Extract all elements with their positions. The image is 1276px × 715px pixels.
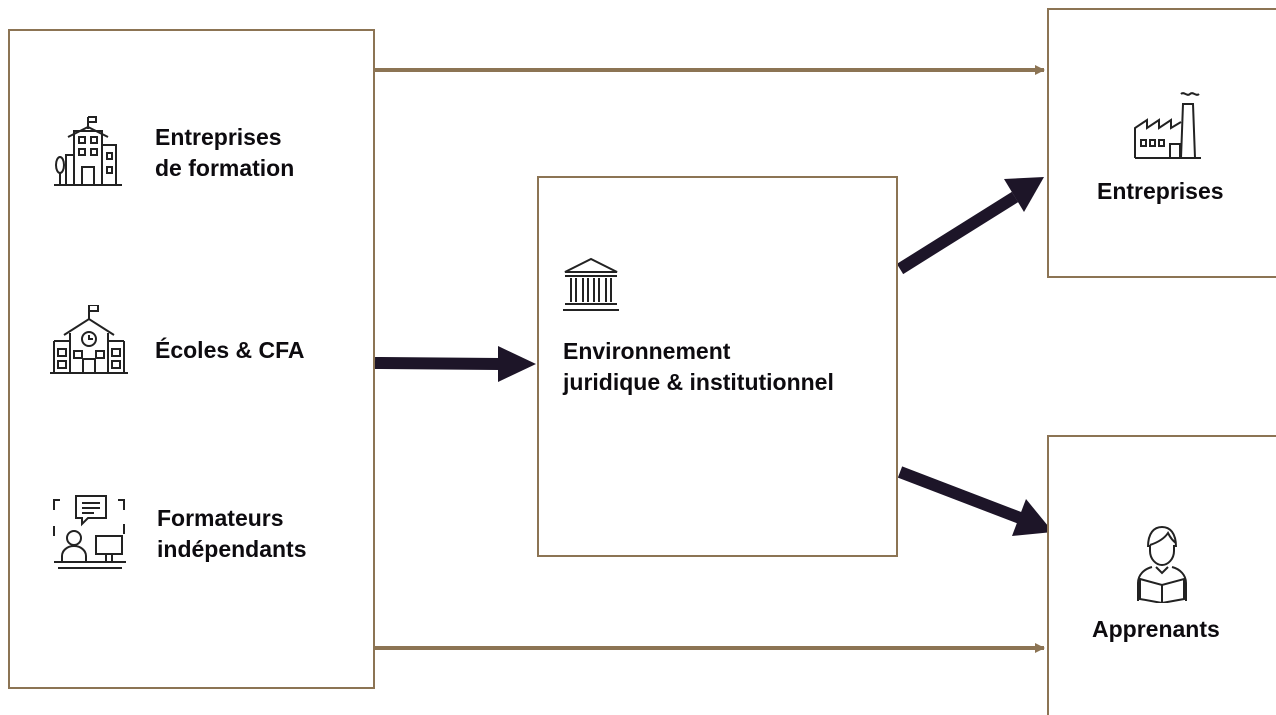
source-schools-label: Écoles & CFA [155, 337, 305, 363]
trainer-desk-icon [52, 494, 128, 570]
center-label: Environnement juridique & institutionnel [563, 338, 834, 395]
courthouse-icon [562, 256, 620, 314]
source-freelance-trainers-label: Formateurs indépendants [157, 505, 307, 562]
arrow-center-to-companies [896, 177, 1044, 275]
arrow-sources-to-center [374, 346, 536, 382]
factory-icon [1133, 90, 1203, 160]
school-clock-icon [50, 305, 128, 377]
school-building-icon [52, 115, 124, 187]
companies-box [1047, 8, 1276, 278]
reader-icon [1132, 523, 1192, 603]
target-learners-label: Apprenants [1092, 616, 1220, 642]
source-training-companies-label: Entreprises de formation [155, 124, 295, 181]
target-companies-label: Entreprises [1097, 178, 1224, 204]
arrow-center-to-learners [897, 466, 1053, 536]
learners-box [1047, 435, 1276, 715]
legal-environment-box [537, 176, 898, 557]
